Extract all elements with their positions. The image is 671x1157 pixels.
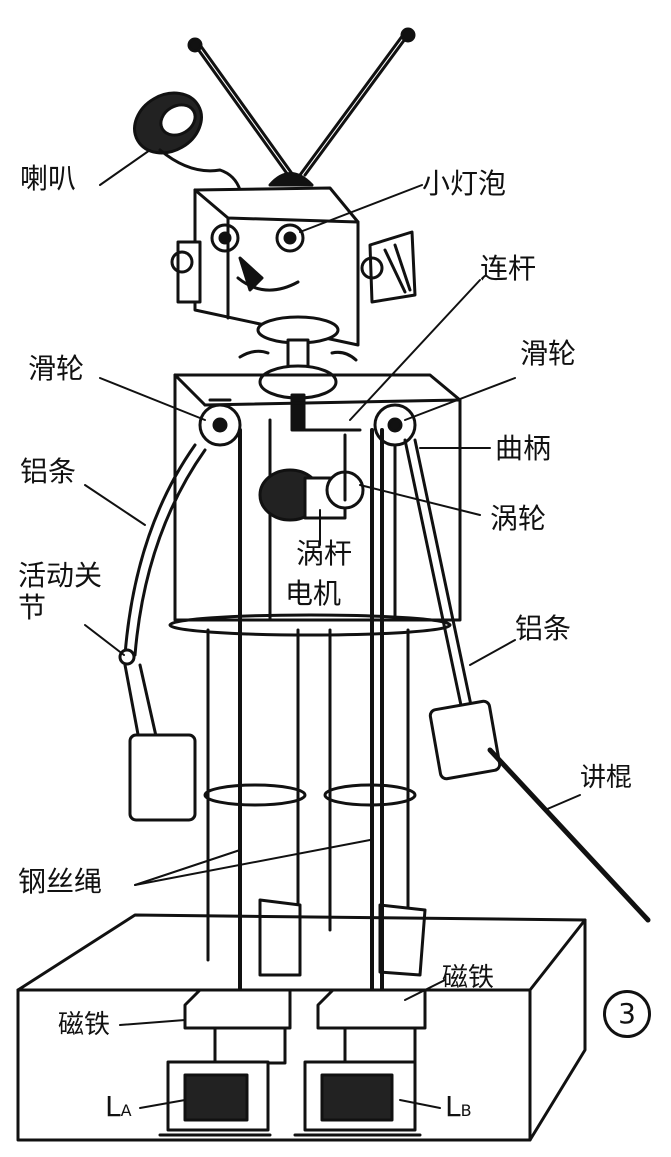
magnet-right	[316, 988, 427, 1065]
antenna-right	[298, 27, 416, 177]
magnet-left	[183, 988, 292, 1065]
arm-right	[403, 438, 651, 923]
coil-a-label: LA	[105, 1090, 132, 1123]
aluminum-strip-right-label: 铝条	[515, 612, 572, 645]
leader-lines	[84, 149, 581, 1109]
wire-rope-label: 钢丝绳	[18, 865, 103, 898]
worm-gear-label: 涡轮	[490, 502, 547, 535]
pulley-left-label: 滑轮	[28, 352, 85, 385]
bulb-label: 小灯泡	[422, 167, 507, 200]
pointer-label: 讲棍	[580, 763, 633, 793]
coil-a	[158, 1060, 272, 1137]
speaker-label: 喇叭	[20, 162, 77, 195]
aluminum-strip-left-label: 铝条	[20, 455, 77, 488]
pulley-left	[198, 398, 242, 447]
worm-label: 涡杆	[296, 537, 353, 570]
link-rod-label: 连杆	[480, 252, 537, 285]
magnet-left-label: 磁铁	[58, 1010, 111, 1040]
pulley-right-label: 滑轮	[520, 337, 577, 370]
magnet-right-label: 磁铁	[442, 963, 495, 993]
pulley-right	[373, 403, 417, 447]
ear-left	[170, 240, 202, 304]
figure-number: 3	[603, 990, 651, 1038]
bulb-socket	[268, 172, 314, 187]
ear-right	[360, 230, 417, 304]
antenna-left	[187, 37, 295, 177]
coil-b-label: LB	[445, 1090, 472, 1123]
speaker-icon	[133, 91, 242, 192]
coil-b	[293, 1060, 422, 1137]
motor-label: 电机	[285, 577, 342, 610]
wire-ropes	[238, 428, 384, 992]
joint-label: 活动关节	[18, 559, 103, 625]
motor-assembly	[258, 428, 365, 522]
crank-label: 曲柄	[495, 432, 552, 465]
robot-legs	[203, 628, 427, 977]
arm-left	[118, 443, 207, 822]
